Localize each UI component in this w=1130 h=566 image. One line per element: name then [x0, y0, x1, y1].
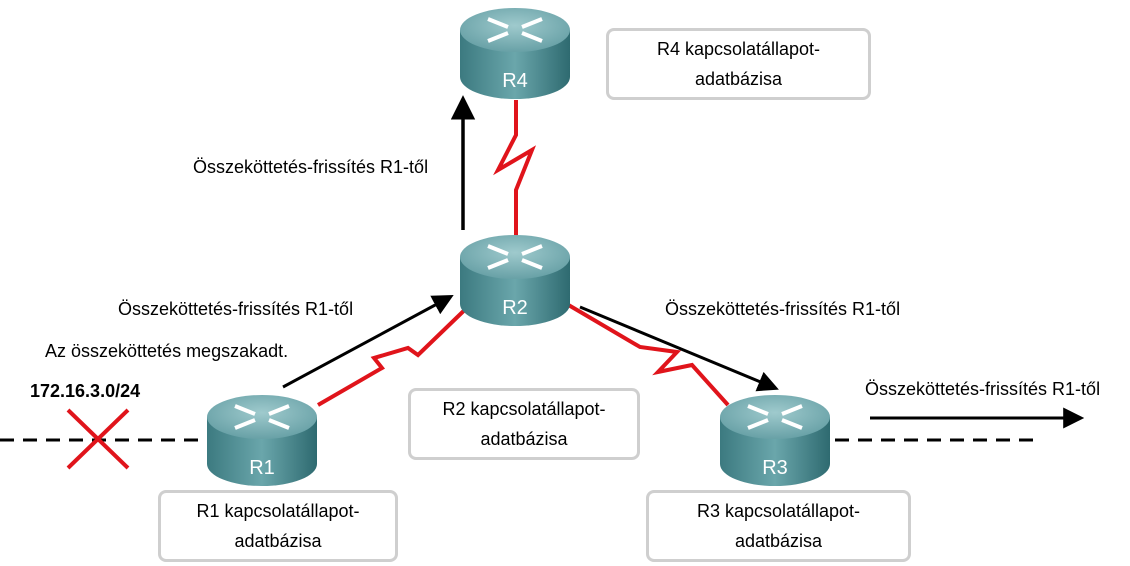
serial-link-r2-r3	[558, 298, 730, 407]
router-arrows-icon	[487, 244, 543, 270]
router-label-r1: R1	[249, 457, 275, 479]
link-failure-x-icon	[66, 408, 130, 470]
database-box-r1: R1 kapcsolatállapot- adatbázisa	[158, 490, 398, 562]
update-arrow-to-r3	[579, 305, 779, 392]
database-box-r4: R4 kapcsolatállapot- adatbázisa	[606, 28, 871, 100]
database-box-r2: R2 kapcsolatállapot- adatbázisa	[408, 388, 640, 460]
router-arrows-icon	[487, 17, 543, 43]
database-label-r4: R4 kapcsolatállapot- adatbázisa	[656, 39, 821, 89]
router-label-r4: R4	[502, 70, 528, 92]
update-label-to-r2: Összeköttetés-frissítés R1-től	[118, 299, 354, 319]
update-label-from-r3: Összeköttetés-frissítés R1-től	[865, 379, 1101, 399]
network-address-label: 172.16.3.0/24	[30, 381, 141, 401]
router-r2[interactable]	[460, 235, 570, 326]
router-r4[interactable]	[460, 8, 570, 99]
router-label-r3: R3	[762, 457, 788, 479]
update-label-to-r4: Összeköttetés-frissítés R1-től	[193, 157, 429, 177]
router-arrows-icon	[234, 404, 290, 430]
router-arrows-icon	[747, 404, 803, 430]
serial-link-r1-r2	[316, 298, 477, 407]
serial-link-r2-r4	[493, 100, 537, 250]
database-label-r2: R2 kapcsolatállapot- adatbázisa	[442, 399, 606, 449]
router-label-r2: R2	[502, 297, 528, 319]
update-arrow-to-r2	[282, 295, 454, 389]
database-box-r3: R3 kapcsolatállapot- adatbázisa	[646, 490, 911, 562]
router-r3[interactable]	[720, 395, 830, 486]
link-down-label: Az összeköttetés megszakadt.	[45, 341, 289, 361]
update-label-to-r3: Összeköttetés-frissítés R1-től	[665, 299, 901, 319]
router-r1[interactable]	[207, 395, 317, 486]
database-label-r1: R1 kapcsolatállapot- adatbázisa	[196, 501, 360, 551]
database-label-r3: R3 kapcsolatállapot- adatbázisa	[696, 501, 861, 551]
